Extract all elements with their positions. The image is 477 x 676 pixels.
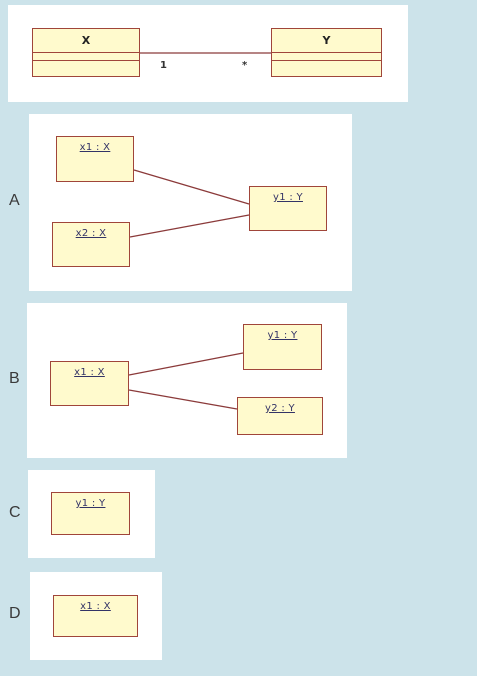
class-y-name: Y bbox=[272, 29, 381, 53]
link-x2-y1 bbox=[129, 214, 250, 238]
option-b-links-svg bbox=[128, 352, 244, 410]
object-label: y2 : Y bbox=[265, 403, 295, 414]
multiplicity-left: 1 bbox=[160, 60, 167, 71]
option-c-letter: C bbox=[9, 504, 21, 521]
link-x1-y1 bbox=[133, 169, 250, 205]
option-a-links-svg bbox=[129, 169, 250, 238]
object-label: y1 : Y bbox=[273, 192, 303, 203]
option-b-panel: x1 : X y1 : Y y2 : Y bbox=[27, 303, 347, 458]
object-label: x2 : X bbox=[75, 228, 107, 239]
option-a-letter: A bbox=[9, 192, 20, 209]
option-b-letter: B bbox=[9, 370, 20, 387]
class-y-attributes bbox=[272, 53, 381, 61]
class-x-attributes bbox=[33, 53, 139, 61]
option-d-panel: x1 : X bbox=[30, 572, 162, 660]
class-x-name: X bbox=[33, 29, 139, 53]
object-label: x1 : X bbox=[79, 142, 111, 153]
class-association-svg bbox=[140, 52, 271, 54]
object-label: y1 : Y bbox=[267, 330, 298, 341]
object-box: y1 : Y bbox=[243, 324, 322, 370]
option-c-panel: y1 : Y bbox=[28, 470, 155, 558]
object-box: x1 : X bbox=[56, 136, 134, 182]
option-d-letter: D bbox=[9, 605, 21, 622]
object-label: x1 : X bbox=[74, 367, 105, 378]
object-label: y1 : Y bbox=[75, 498, 106, 509]
object-box: x1 : X bbox=[53, 595, 138, 637]
link-x1-y1 bbox=[128, 352, 244, 376]
link-x1-y2 bbox=[128, 389, 238, 410]
object-box: y1 : Y bbox=[249, 186, 327, 231]
class-y-box: Y bbox=[271, 28, 382, 77]
object-box: y2 : Y bbox=[237, 397, 323, 435]
object-box: x1 : X bbox=[50, 361, 129, 406]
object-box: y1 : Y bbox=[51, 492, 130, 535]
class-x-box: X bbox=[32, 28, 140, 77]
class-diagram-panel: X Y 1 * bbox=[8, 5, 408, 102]
option-a-panel: x1 : X x2 : X y1 : Y bbox=[29, 114, 352, 291]
class-y-operations bbox=[272, 61, 381, 69]
object-box: x2 : X bbox=[52, 222, 130, 267]
object-label: x1 : X bbox=[80, 601, 111, 612]
class-x-operations bbox=[33, 61, 139, 69]
multiplicity-right: * bbox=[242, 60, 248, 71]
